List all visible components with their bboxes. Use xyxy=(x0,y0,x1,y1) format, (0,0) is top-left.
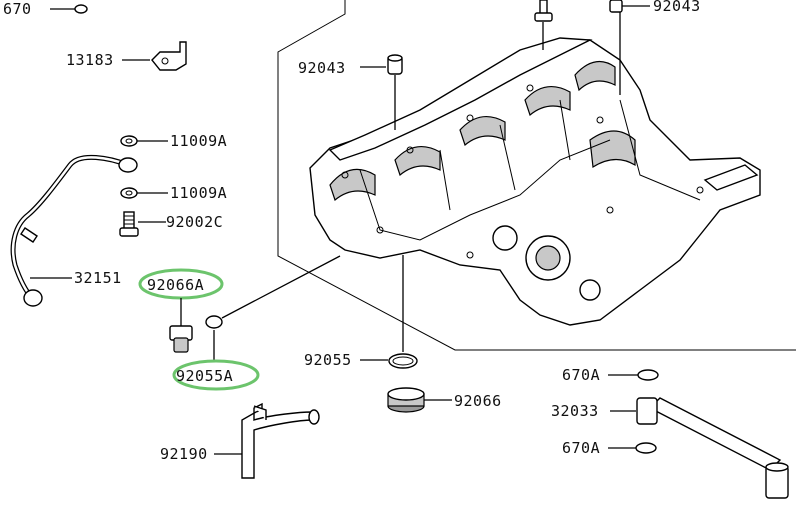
part-92066a-plug xyxy=(169,325,193,353)
part-670a-oring-1 xyxy=(637,369,659,381)
crankcase-frame xyxy=(277,0,796,351)
label-670a-1: 670A xyxy=(562,366,600,384)
part-top-bolt xyxy=(534,0,553,22)
label-92043-top: 92043 xyxy=(653,0,701,15)
label-670: 670 xyxy=(3,0,32,18)
label-92066a[interactable]: 92066A xyxy=(147,276,204,294)
part-670a-oring-2 xyxy=(635,442,657,454)
label-670a-2: 670A xyxy=(562,439,600,457)
label-11009a-2: 11009A xyxy=(170,184,227,202)
part-11009a-gasket-1 xyxy=(120,135,138,147)
label-92002c: 92002C xyxy=(166,213,223,231)
bearing-saddle-2 xyxy=(394,145,441,177)
part-92043-pin-top xyxy=(609,0,623,13)
bearing-saddle-3 xyxy=(459,115,506,147)
highlight-92055a xyxy=(172,359,260,391)
part-11009a-gasket-2 xyxy=(120,187,138,199)
part-92055-oring xyxy=(388,353,418,369)
part-92055a-oring xyxy=(205,315,223,329)
bearing-saddle-4 xyxy=(524,85,571,117)
label-92066: 92066 xyxy=(454,392,502,410)
label-32033: 32033 xyxy=(551,402,599,420)
bearing-saddle-1 xyxy=(329,168,376,202)
part-92190-hose xyxy=(241,402,320,479)
label-92190: 92190 xyxy=(160,445,208,463)
label-92055: 92055 xyxy=(304,351,352,369)
part-92002c-bolt xyxy=(119,211,139,237)
crankcase xyxy=(309,37,761,326)
part-32033-pipe xyxy=(636,397,789,499)
bearing-saddle-6 xyxy=(589,130,636,169)
part-13183-bracket xyxy=(151,41,187,71)
label-92055a[interactable]: 92055A xyxy=(176,367,233,385)
label-11009a-1: 11009A xyxy=(170,132,227,150)
bearing-saddle-5 xyxy=(574,60,616,92)
part-32151-oil-pipe xyxy=(10,154,138,307)
part-670-oring xyxy=(74,4,88,14)
label-92043-mid: 92043 xyxy=(298,59,346,77)
label-32151: 32151 xyxy=(74,269,122,287)
label-13183: 13183 xyxy=(66,51,114,69)
part-92066-plug xyxy=(387,387,425,413)
